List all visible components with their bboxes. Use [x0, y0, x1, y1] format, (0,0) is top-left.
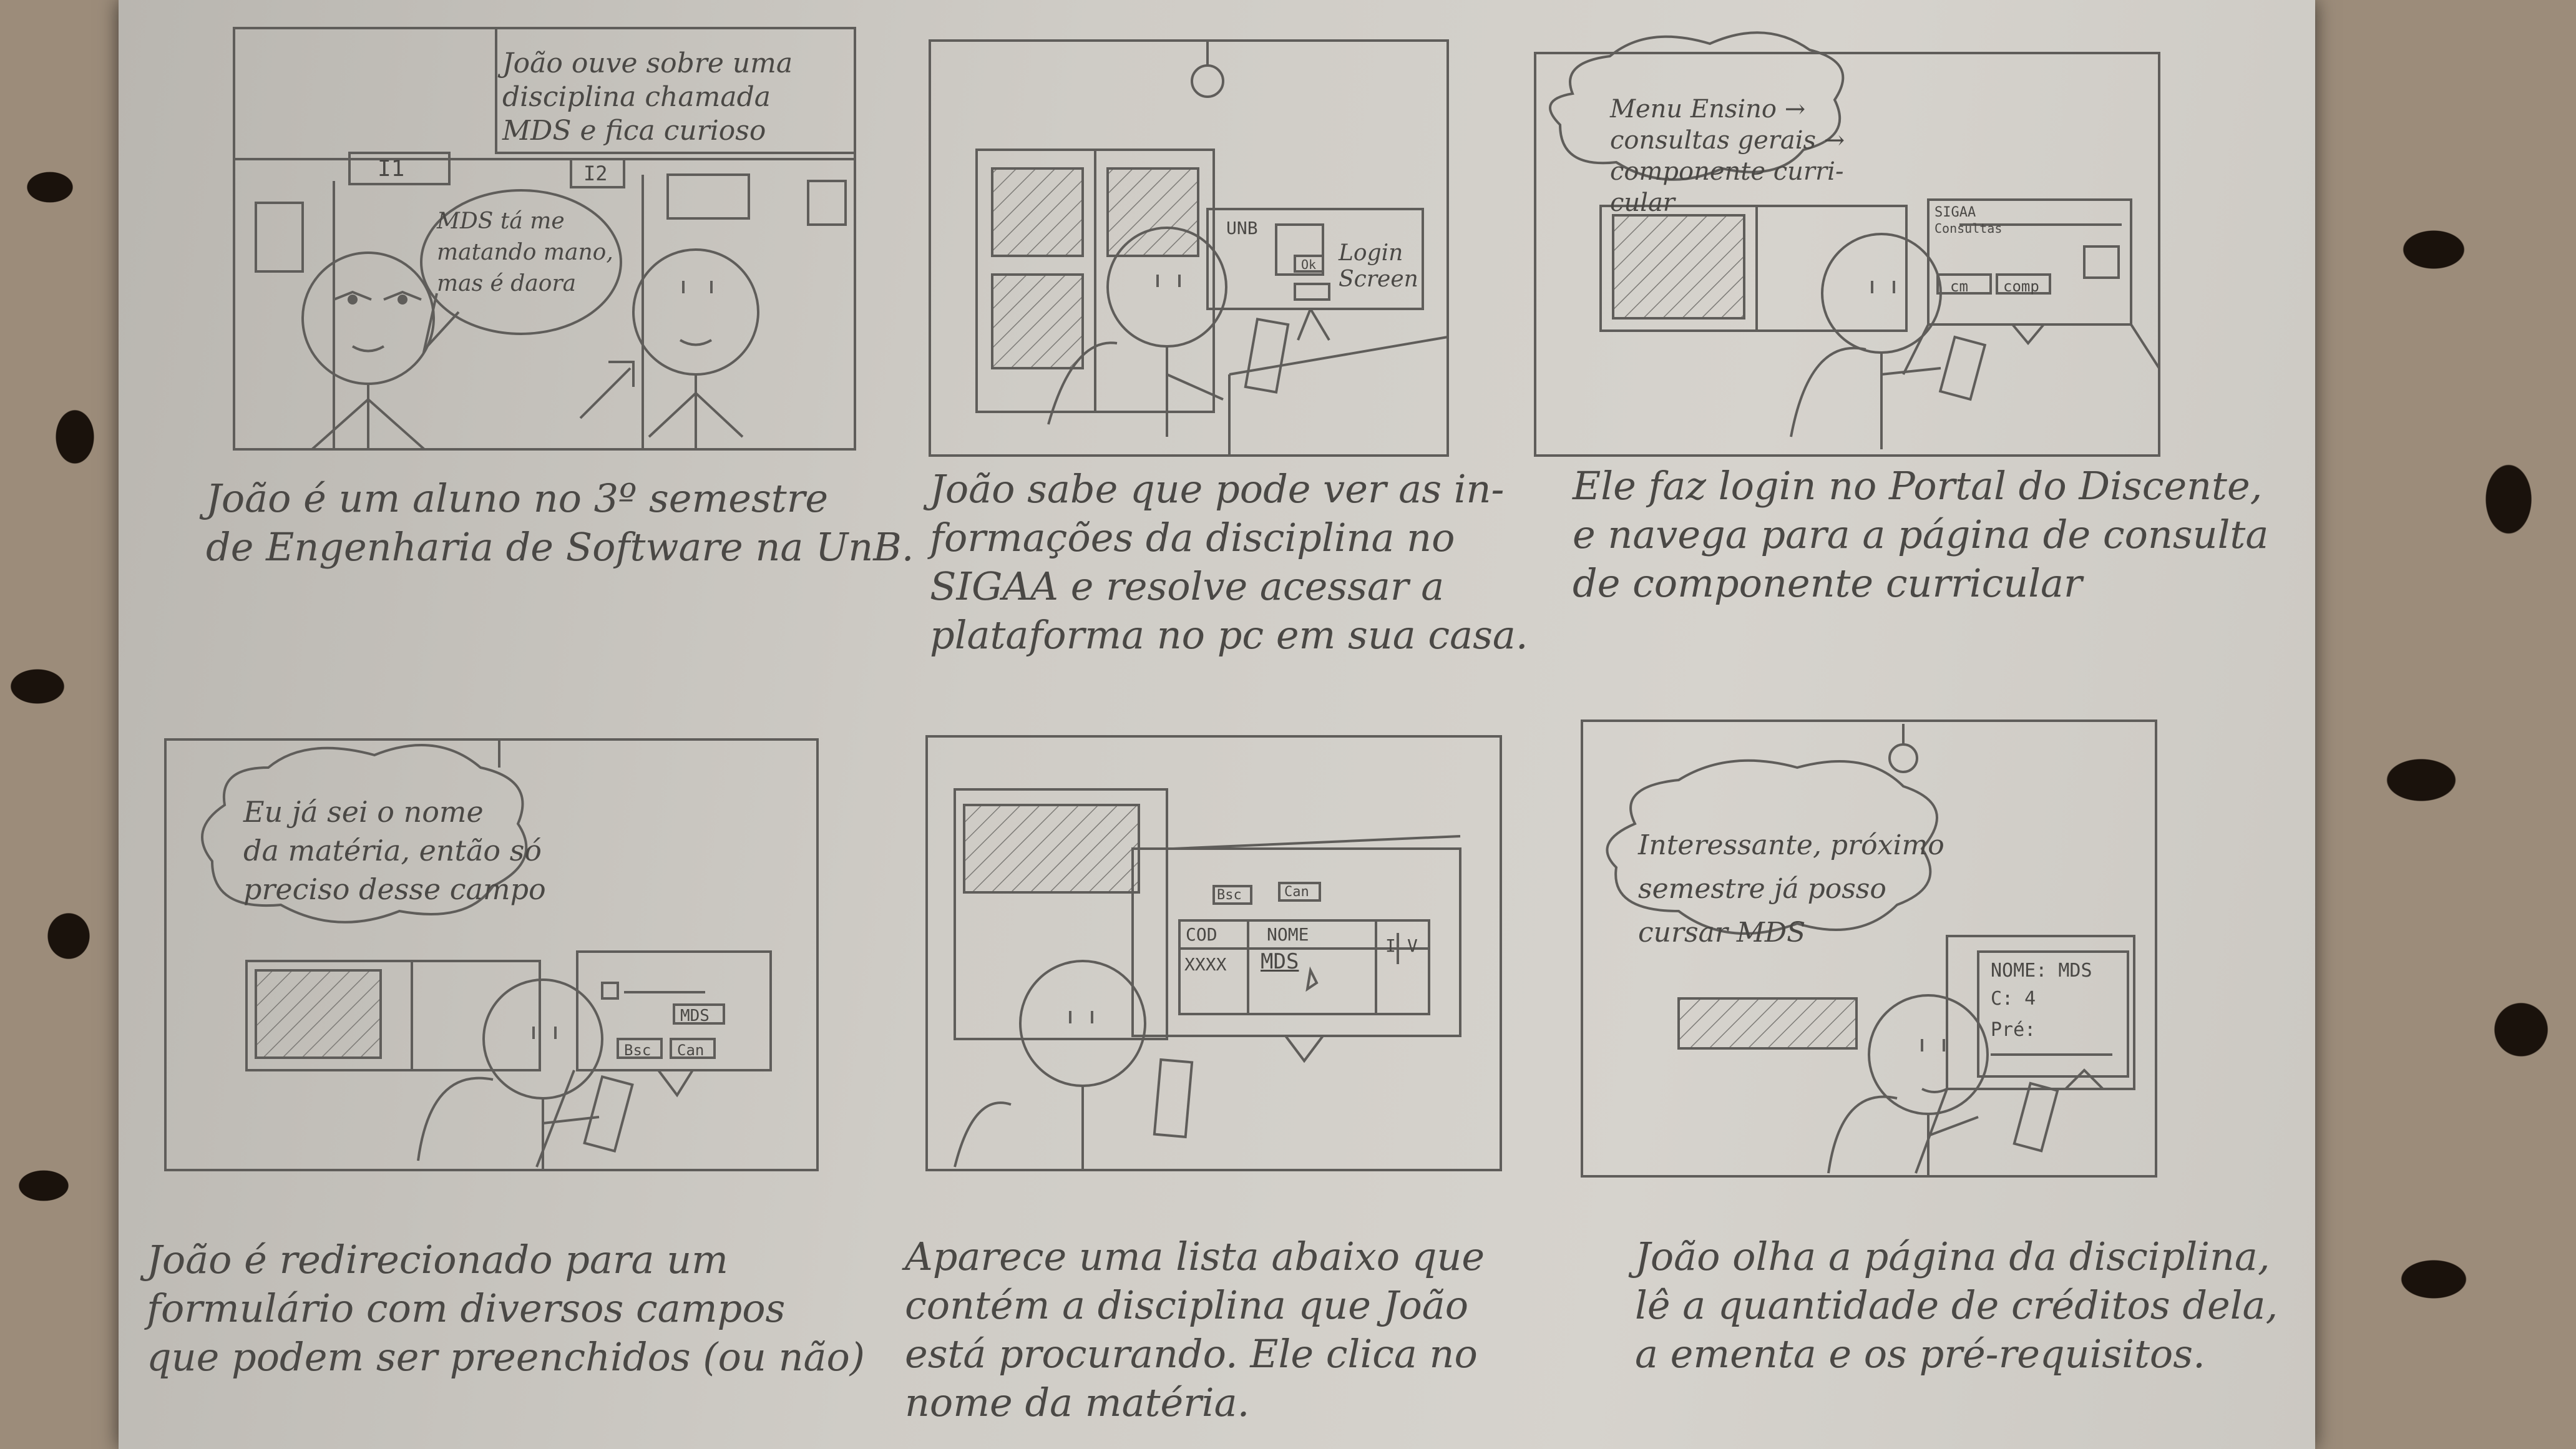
panel-5-button-search: Bsc: [1217, 887, 1242, 903]
panel-1-sign-2: I2: [583, 162, 608, 185]
panel-6-drawing: [1581, 720, 2157, 1178]
panel-3-drawing: [1534, 31, 2160, 457]
panel-6-screen-line-2: C: 4: [1991, 988, 2036, 1010]
panel-4-caption: João é redirecionado para um formulário …: [147, 1237, 865, 1380]
panel-3-screen-title: SIGAA: [1934, 205, 1976, 220]
panel-4-form-value: MDS: [680, 1007, 710, 1025]
storyboard-sheet: [119, 0, 2315, 1449]
panel-3-button-comp: comp: [2003, 278, 2039, 295]
panel-1-drawing: [233, 27, 856, 451]
panel-5-cell-code: XXXX: [1184, 954, 1227, 975]
panel-5-drawing: [925, 735, 1502, 1171]
panel-5-button-cancel: Can: [1284, 884, 1309, 900]
panel-3-button-cm: cm: [1950, 278, 1968, 295]
panel-6-caption: João olha a página da disciplina, lê a q…: [1635, 1234, 2278, 1377]
panel-5-header-cod: COD: [1186, 924, 1217, 945]
panel-6-screen-line-1: NOME: MDS: [1991, 960, 2092, 982]
panel-1-speech-bubble: MDS tá me matando mano, mas é daora: [437, 208, 613, 296]
panel-4-drawing: [164, 738, 819, 1171]
panel-5-caption: Aparece uma lista abaixo que contém a di…: [905, 1234, 1485, 1425]
panel-2-screen-button: Ok: [1301, 257, 1317, 272]
panel-2-caption: João sabe que pode ver as in- formações …: [930, 466, 1528, 658]
panel-1-caption: João é um aluno no 3º semestre de Engenh…: [206, 476, 914, 570]
panel-3-screen-sub: Consultas: [1934, 221, 2003, 236]
panel-1-narration: João ouve sobre uma disciplina chamada M…: [502, 47, 793, 147]
panel-5-cell-name[interactable]: MDS: [1261, 949, 1299, 974]
panel-6-screen-line-3: Pré:: [1991, 1019, 2036, 1041]
panel-5-header-nome: NOME: [1267, 924, 1309, 945]
panel-3-caption: Ele faz login no Portal do Discente, e n…: [1573, 463, 2269, 606]
panel-2-screen-title: UNB: [1226, 218, 1258, 238]
panel-5-icon-v: V: [1407, 935, 1418, 956]
panel-2-screen-text: Login Screen: [1339, 240, 1418, 292]
panel-4-button-cancel: Can: [677, 1042, 705, 1059]
panel-3-thought-bubble: Menu Ensino → consultas gerais → compone…: [1610, 95, 1845, 217]
panel-6-thought-bubble: Interessante, próximo semestre já posso …: [1638, 829, 1944, 949]
panel-5-icon-i: I: [1385, 935, 1396, 956]
panel-2-drawing: [929, 39, 1449, 457]
panel-4-thought-bubble: Eu já sei o nome da matéria, então só pr…: [243, 795, 546, 906]
panel-1-sign-1: I1: [378, 156, 405, 182]
panel-4-button-search: Bsc: [624, 1042, 651, 1059]
